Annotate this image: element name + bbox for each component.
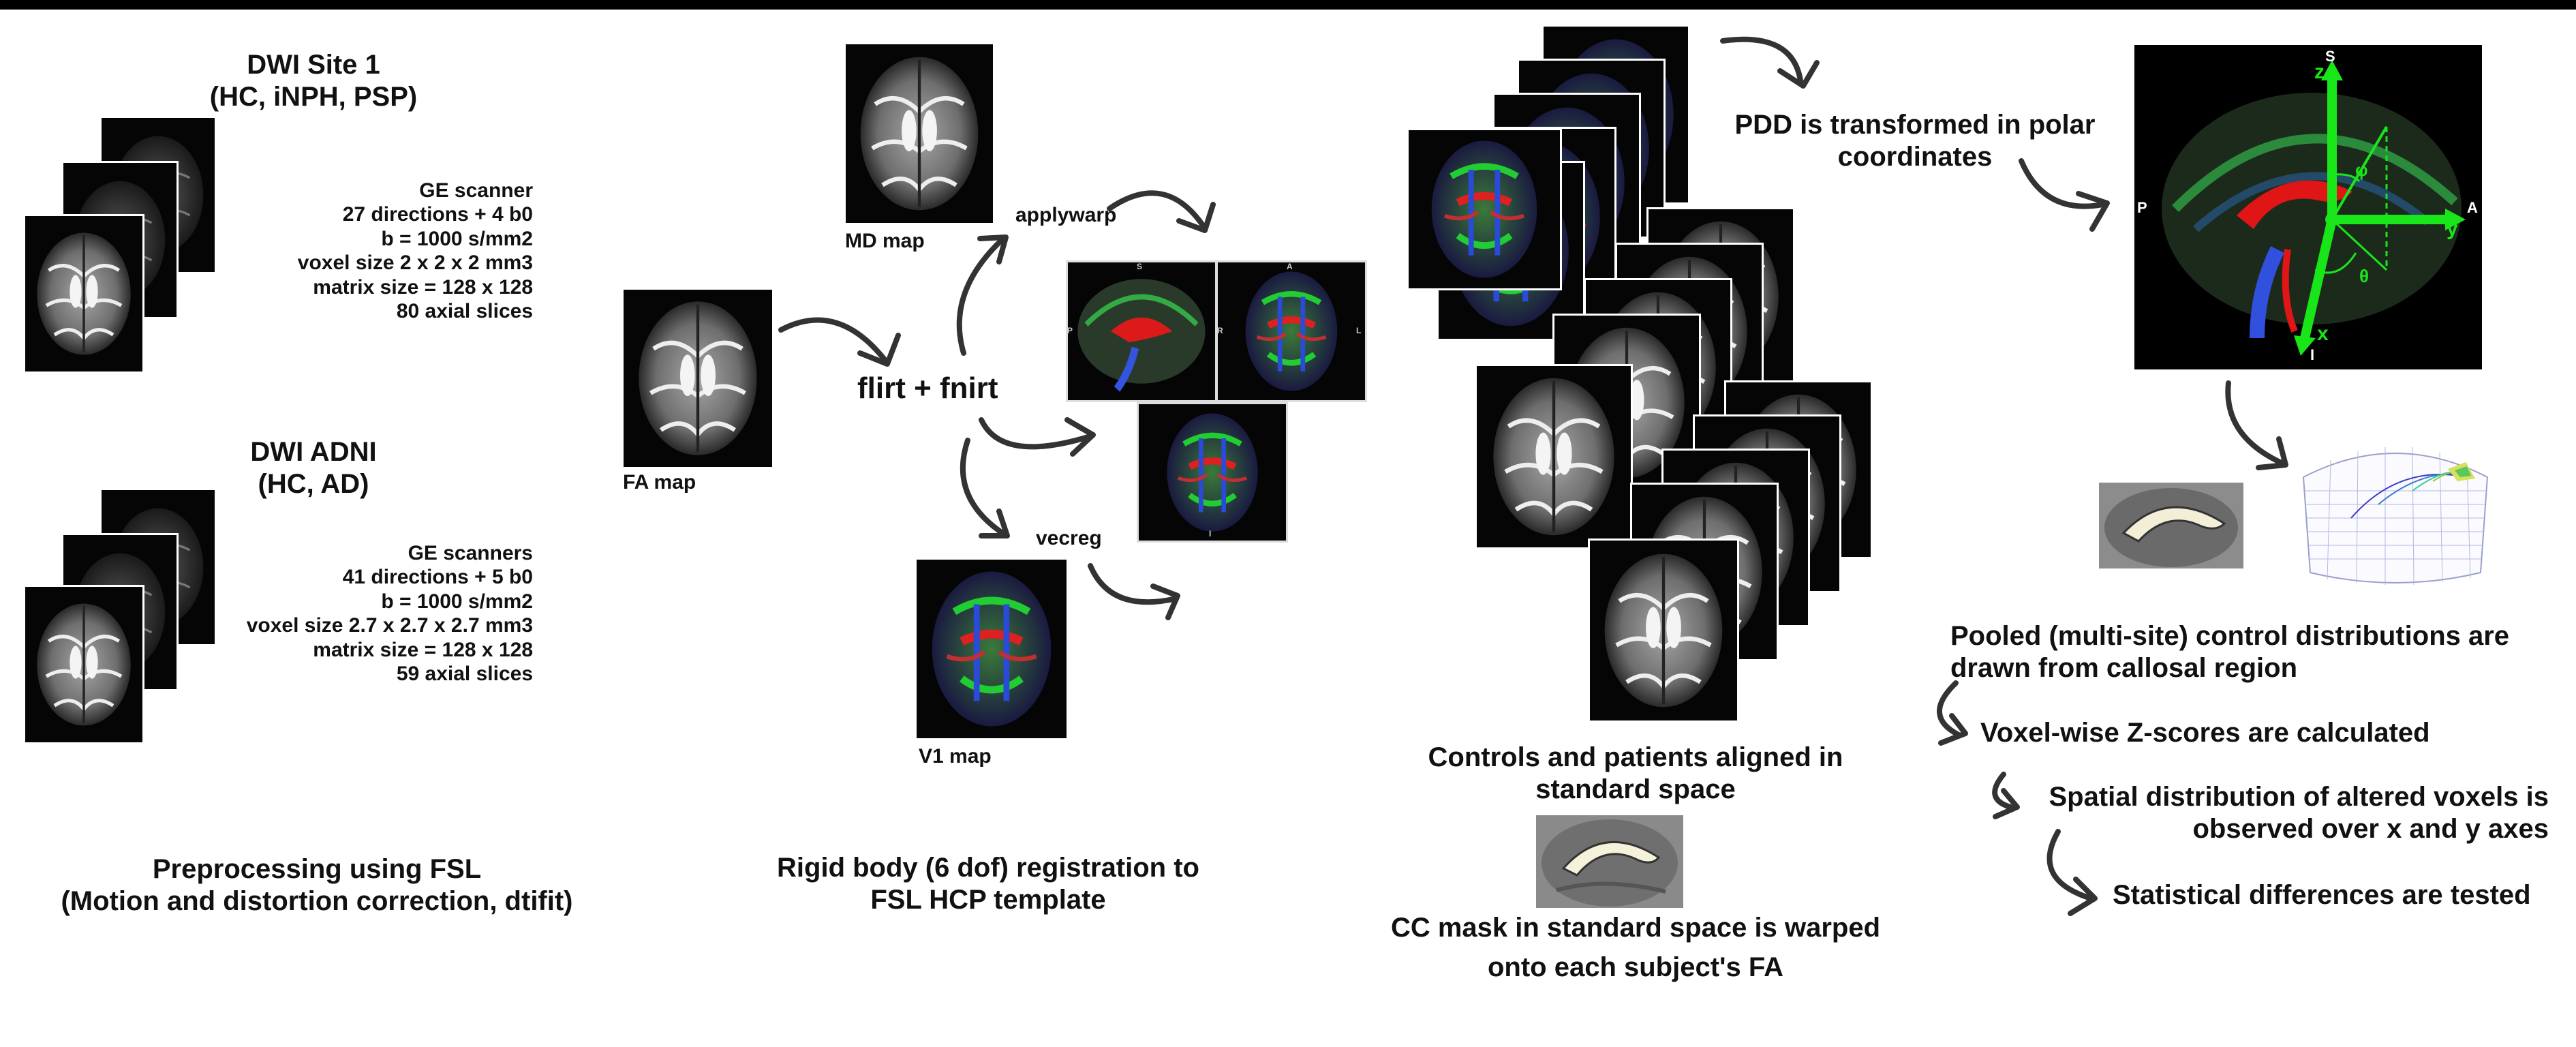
vecreg-label: vecreg [1036, 527, 1102, 549]
cc-mask-caption: CC mask in standard space is warped onto… [1390, 913, 1881, 982]
polar-phi-label: φ [2355, 160, 2368, 180]
stack1-slice-front [1407, 128, 1562, 290]
polar-s-label: S [2325, 48, 2335, 65]
polar-a-label: A [2467, 199, 2478, 216]
polar-coordinate-image [2134, 45, 2482, 369]
orient-l-1: L [1356, 326, 1362, 335]
orient-s-1: S [1137, 262, 1143, 271]
polar-y-label: y [2447, 217, 2458, 240]
stack3-slice-front [1588, 538, 1739, 723]
spatial-distribution-text: Spatial distribution of altered voxels i… [2049, 782, 2549, 845]
polar-z-label: z [2314, 61, 2325, 83]
top-bar [0, 0, 2576, 10]
polar-x-label: x [2317, 322, 2329, 345]
fa-map-image [622, 288, 774, 469]
registration-caption: Rigid body (6 dof) registration to FSL H… [777, 853, 1199, 915]
template-axial [1216, 260, 1367, 402]
zscore-text: Voxel-wise Z-scores are calculated [1980, 718, 2430, 748]
template-sagittal [1066, 260, 1217, 402]
flirt-fnirt-label: flirt + fnirt [857, 371, 998, 405]
polar-i-label: I [2310, 346, 2315, 363]
orient-p-1: P [1067, 326, 1073, 335]
site1-slice-front [23, 214, 144, 374]
stack2-slice-front [1475, 364, 1633, 549]
md-map-label: MD map [845, 230, 925, 252]
orient-a-1: A [1287, 262, 1293, 271]
polar-title: PDD is transformed in polar coordinates [1734, 110, 2096, 172]
site1-title: DWI Site 1 (HC, iNPH, PSP) [209, 50, 418, 112]
orient-r-1: R [1217, 326, 1223, 335]
v1-map-image [915, 558, 1069, 740]
applywarp-label: applywarp [1015, 204, 1117, 226]
v1-map-label: V1 map [919, 745, 992, 768]
polar-theta-label: θ [2359, 266, 2370, 286]
adni-slice-front [23, 585, 144, 744]
site1-specs: GE scanner 27 directions + 4 b0 b = 1000… [297, 179, 533, 322]
standard-space-caption: Controls and patients aligned in standar… [1428, 742, 1843, 805]
fa-map-label: FA map [623, 471, 696, 494]
preprocessing-caption: Preprocessing using FSL (Motion and dist… [61, 854, 573, 917]
adni-specs: GE scanners 41 directions + 5 b0 b = 100… [246, 542, 533, 685]
distribution-surface-plot [2297, 436, 2494, 588]
cc-mask-image [1536, 815, 1683, 908]
orient-i-1: I [1209, 529, 1212, 538]
md-map-image [844, 42, 995, 225]
template-coronal [1137, 402, 1288, 543]
statistics-text: Statistical differences are tested [2113, 880, 2531, 910]
adni-title: DWI ADNI (HC, AD) [250, 437, 377, 500]
polar-p-label: P [2137, 199, 2147, 216]
pooled-distribution-text: Pooled (multi-site) control distribution… [1950, 621, 2510, 684]
cc-region-image [2099, 483, 2243, 568]
